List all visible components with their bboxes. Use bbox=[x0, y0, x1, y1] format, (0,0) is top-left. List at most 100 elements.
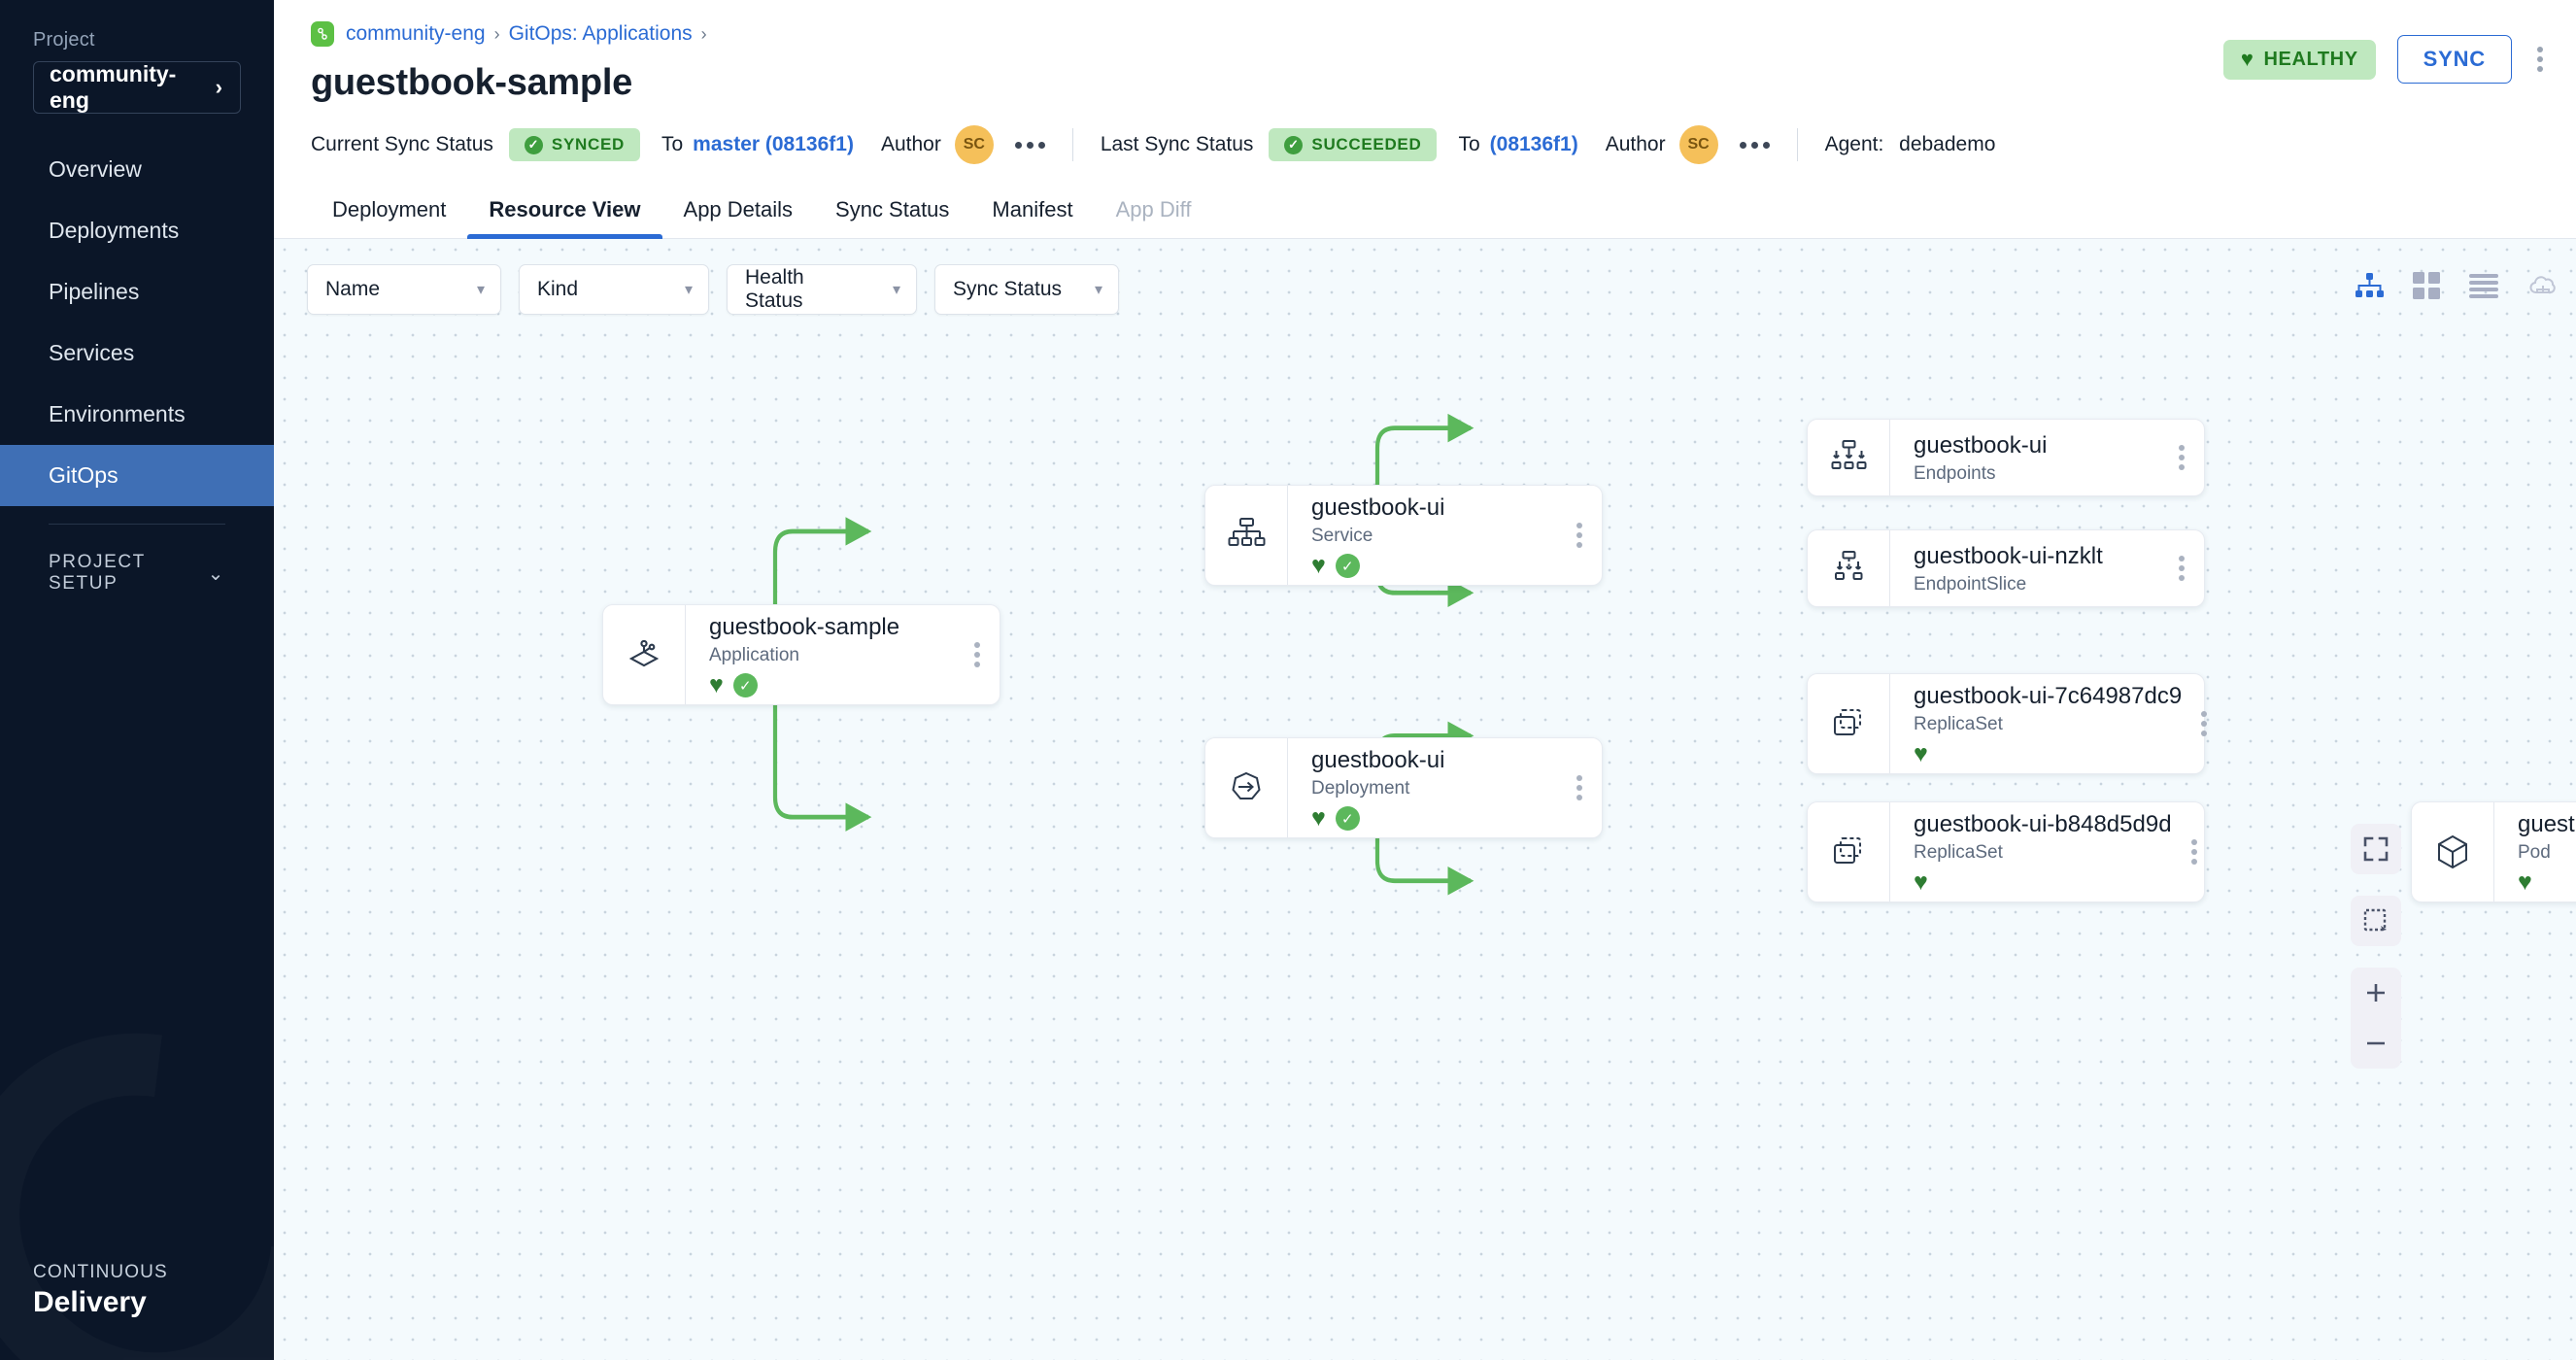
brand-line-1: CONTINUOUS bbox=[33, 1262, 168, 1283]
network-view-icon[interactable] bbox=[2527, 272, 2559, 299]
sidebar-item-environments[interactable]: Environments bbox=[0, 384, 274, 445]
check-icon: ✓ bbox=[1336, 554, 1360, 578]
heart-icon: ♥ bbox=[709, 673, 724, 697]
tab-deployment[interactable]: Deployment bbox=[311, 184, 467, 238]
tab-sync-status[interactable]: Sync Status bbox=[814, 184, 970, 238]
node-body: guestbook-sample Application ♥ ✓ bbox=[685, 605, 955, 704]
filter-kind-label: Kind bbox=[537, 278, 578, 301]
graph-node-application[interactable]: guestbook-sample Application ♥ ✓ bbox=[602, 604, 1000, 705]
tab-app-details[interactable]: App Details bbox=[662, 184, 815, 238]
selection-box-icon[interactable] bbox=[2351, 896, 2401, 946]
list-view-icon[interactable] bbox=[2469, 273, 2498, 298]
node-badges: ♥ ✓ bbox=[1311, 806, 1557, 831]
node-menu-button[interactable] bbox=[2182, 674, 2226, 773]
current-commit-link[interactable]: master (08136f1) bbox=[693, 133, 854, 156]
node-menu-button[interactable] bbox=[2172, 802, 2217, 901]
filter-bar: Name ▾ Kind ▾ Health Status ▾ Sync Statu… bbox=[307, 264, 1119, 315]
graph-node-replicaset-b848d5d9d[interactable]: guestbook-ui-b848d5d9d ReplicaSet ♥ bbox=[1807, 801, 2205, 902]
endpoints-icon bbox=[1808, 420, 1889, 495]
node-kind: Endpoints bbox=[1914, 463, 2159, 485]
breadcrumb-link-gitops-applications[interactable]: GitOps: Applications bbox=[509, 22, 693, 46]
brand-line-2: Delivery bbox=[33, 1286, 168, 1319]
project-name: community-eng bbox=[50, 61, 216, 114]
node-name: guestbook-ui bbox=[1311, 747, 1557, 774]
tree-view-icon[interactable] bbox=[2355, 272, 2384, 299]
filter-sync-status[interactable]: Sync Status ▾ bbox=[934, 264, 1119, 315]
chevron-down-icon: ▾ bbox=[893, 280, 900, 299]
grid-view-icon[interactable] bbox=[2413, 272, 2440, 299]
last-commit-link[interactable]: (08136f1) bbox=[1490, 133, 1578, 156]
last-author-label: Author bbox=[1606, 133, 1666, 156]
node-name: guestbook-ui-nzklt bbox=[1914, 543, 2159, 570]
resource-graph-canvas[interactable]: Name ▾ Kind ▾ Health Status ▾ Sync Statu… bbox=[274, 239, 2576, 1360]
check-icon: ✓ bbox=[1284, 136, 1303, 154]
tab-resource-view[interactable]: Resource View bbox=[467, 184, 661, 238]
sidebar-item-gitops[interactable]: GitOps bbox=[0, 445, 274, 506]
last-sync-more-button[interactable] bbox=[1740, 142, 1770, 149]
heart-icon: ♥ bbox=[1914, 742, 1928, 766]
project-selector[interactable]: community-eng › bbox=[33, 61, 241, 114]
node-menu-button[interactable] bbox=[1557, 738, 1602, 837]
sidebar-item-overview[interactable]: Overview bbox=[0, 139, 274, 200]
divider bbox=[1072, 128, 1073, 161]
graph-node-endpointslice[interactable]: guestbook-ui-nzklt EndpointSlice bbox=[1807, 529, 2205, 607]
node-name: guestbook-ui bbox=[1311, 494, 1557, 522]
endpointslice-icon bbox=[1808, 530, 1889, 606]
current-sync-more-button[interactable] bbox=[1015, 142, 1045, 149]
graph-node-pod[interactable]: guestbook-ui-b848d5d9... Pod ♥ bbox=[2411, 801, 2576, 902]
graph-node-deployment[interactable]: guestbook-ui Deployment ♥ ✓ bbox=[1204, 737, 1603, 838]
sync-button[interactable]: SYNC bbox=[2397, 35, 2512, 84]
current-sync-status-badge: ✓ SYNCED bbox=[509, 128, 640, 161]
tab-manifest[interactable]: Manifest bbox=[970, 184, 1094, 238]
node-badges: ♥ ✓ bbox=[709, 673, 955, 697]
node-menu-button[interactable] bbox=[1557, 486, 1602, 585]
zoom-in-icon[interactable] bbox=[2351, 968, 2401, 1018]
filter-health-status[interactable]: Health Status ▾ bbox=[727, 264, 917, 315]
fit-screen-icon[interactable] bbox=[2351, 824, 2401, 874]
check-icon: ✓ bbox=[1336, 806, 1360, 831]
more-options-button[interactable] bbox=[2533, 43, 2547, 76]
filter-kind[interactable]: Kind ▾ bbox=[519, 264, 709, 315]
graph-node-endpoints[interactable]: guestbook-ui Endpoints bbox=[1807, 419, 2205, 496]
brand-logo: CONTINUOUS Delivery bbox=[33, 1262, 168, 1319]
node-menu-button[interactable] bbox=[2159, 530, 2204, 606]
last-to-label: To bbox=[1458, 133, 1479, 156]
sidebar-item-pipelines[interactable]: Pipelines bbox=[0, 261, 274, 323]
heart-icon: ♥ bbox=[2241, 49, 2254, 70]
filter-name[interactable]: Name ▾ bbox=[307, 264, 501, 315]
sidebar-item-services[interactable]: Services bbox=[0, 323, 274, 384]
node-kind: ReplicaSet bbox=[1914, 842, 2172, 864]
zoom-out-icon[interactable] bbox=[2351, 1018, 2401, 1069]
graph-node-replicaset-7c64987dc9[interactable]: guestbook-ui-7c64987dc9 ReplicaSet ♥ bbox=[1807, 673, 2205, 774]
node-name: guestbook-ui-b848d5d9... bbox=[2518, 811, 2576, 838]
health-status-badge: ♥ HEALTHY bbox=[2223, 40, 2376, 80]
node-body: guestbook-ui Service ♥ ✓ bbox=[1287, 486, 1557, 585]
node-badges: ♥ bbox=[1914, 870, 2172, 895]
node-name: guestbook-ui-b848d5d9d bbox=[1914, 811, 2172, 838]
sidebar-item-label: Deployments bbox=[49, 218, 179, 244]
sidebar-item-label: Pipelines bbox=[49, 279, 139, 305]
project-setup-label: PROJECT SETUP bbox=[49, 552, 208, 595]
current-author-label: Author bbox=[881, 133, 941, 156]
breadcrumb-link-project[interactable]: community-eng bbox=[346, 22, 486, 46]
node-badges: ♥ bbox=[1914, 742, 2182, 766]
harness-logo-icon bbox=[311, 21, 334, 47]
project-setup-toggle[interactable]: PROJECT SETUP ⌄ bbox=[0, 525, 274, 595]
sidebar-item-deployments[interactable]: Deployments bbox=[0, 200, 274, 261]
node-menu-button[interactable] bbox=[955, 605, 1000, 704]
node-kind: Pod bbox=[2518, 842, 2576, 864]
heart-icon: ♥ bbox=[1311, 806, 1326, 831]
sidebar: Project community-eng › Overview Deploym… bbox=[0, 0, 274, 1360]
node-menu-button[interactable] bbox=[2159, 420, 2204, 495]
chevron-down-icon: ▾ bbox=[477, 280, 485, 299]
tab-app-diff: App Diff bbox=[1095, 184, 1213, 238]
chevron-down-icon: ▾ bbox=[1095, 280, 1102, 299]
replicaset-icon bbox=[1808, 674, 1889, 773]
node-body: guestbook-ui-nzklt EndpointSlice bbox=[1889, 530, 2159, 606]
graph-node-service[interactable]: guestbook-ui Service ♥ ✓ bbox=[1204, 485, 1603, 586]
node-name: guestbook-ui bbox=[1914, 432, 2159, 459]
sidebar-item-label: Overview bbox=[49, 156, 142, 183]
filter-health-label: Health Status bbox=[745, 266, 867, 313]
sidebar-item-label: Services bbox=[49, 340, 134, 366]
